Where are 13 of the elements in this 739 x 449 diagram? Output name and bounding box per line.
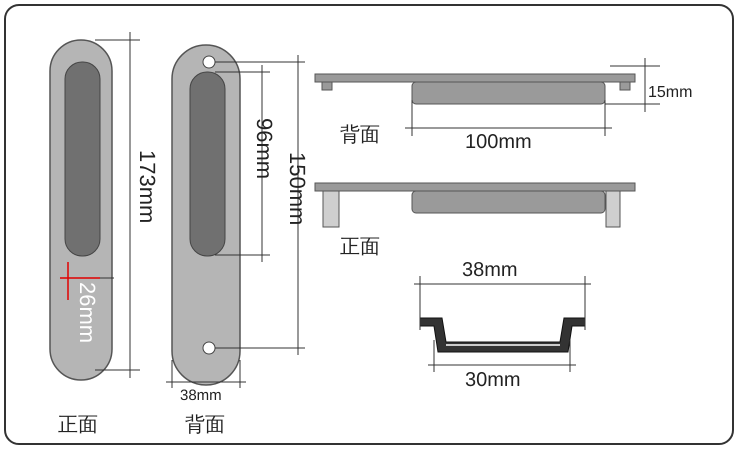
dimension-label: 15mm — [648, 85, 692, 101]
dimension-label: 96mm — [253, 118, 275, 180]
view-label: 背面 — [185, 415, 225, 435]
dimension-label: 26mm — [76, 282, 98, 344]
dimension-label: 38mm — [180, 388, 222, 403]
dimension-label: 150mm — [286, 152, 308, 226]
dimension-label: 100mm — [465, 132, 532, 152]
dimension-label: 30mm — [465, 370, 521, 390]
view-label: 正面 — [340, 237, 380, 257]
view-label: 背面 — [340, 125, 380, 145]
dimension-label: 38mm — [462, 260, 518, 280]
view-label: 正面 — [58, 415, 98, 435]
dimension-label: 173mm — [136, 150, 158, 224]
